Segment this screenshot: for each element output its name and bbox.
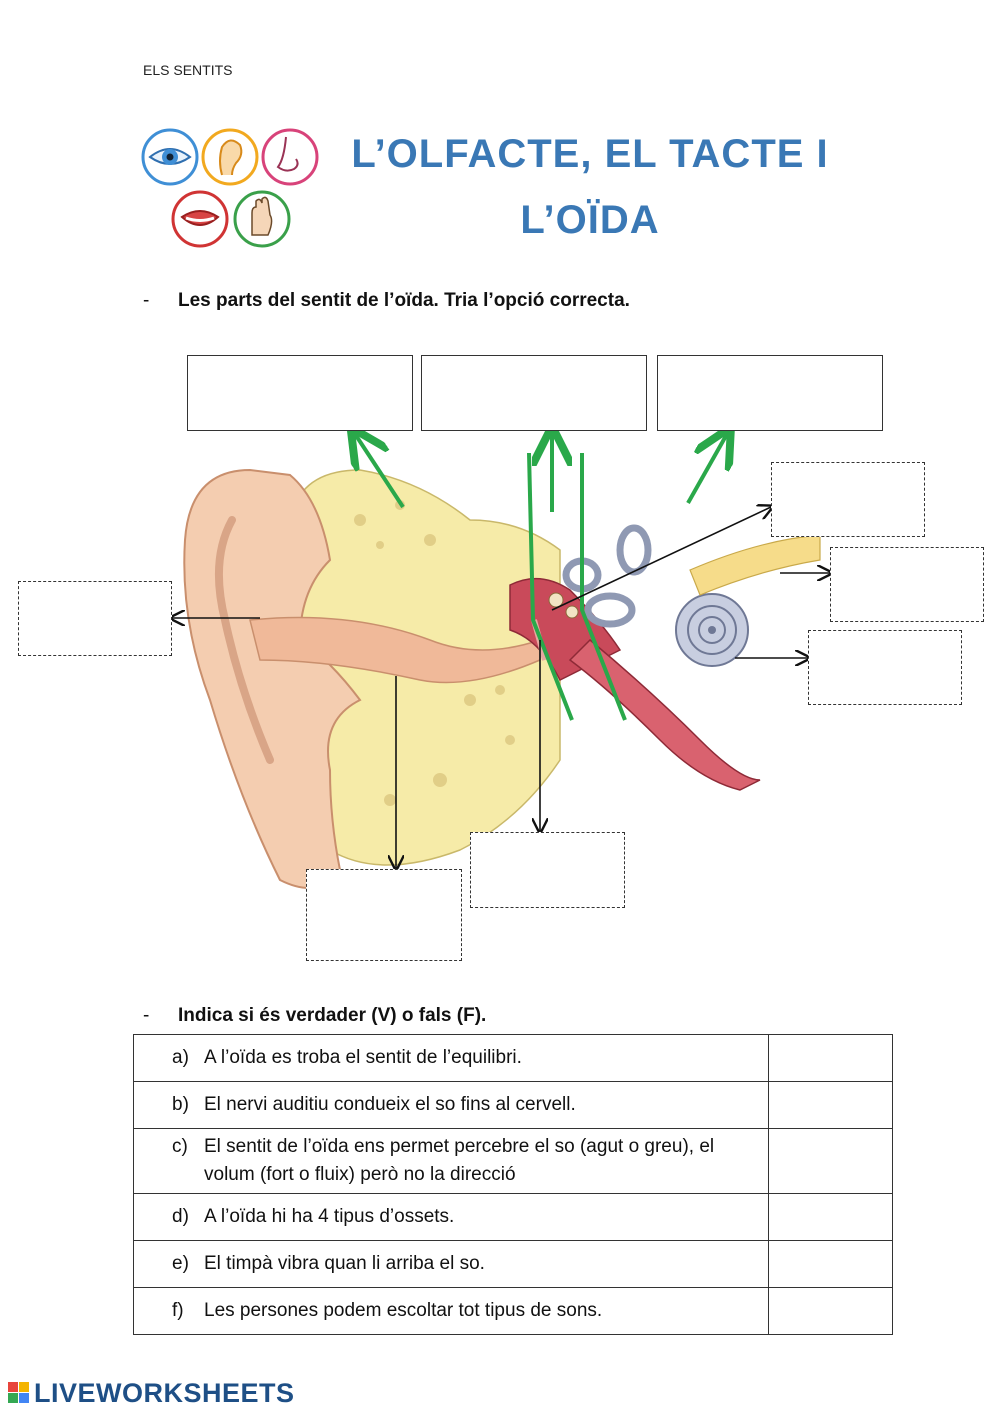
liveworksheets-logo-icon — [8, 1382, 29, 1403]
label-box-top-center[interactable] — [421, 355, 647, 431]
mouth-icon — [171, 190, 229, 248]
section1-dash: - — [143, 290, 150, 311]
liveworksheets-brand: LIVEWORKSHEETS — [34, 1378, 295, 1408]
statement-letter: c) — [172, 1136, 188, 1157]
label-box-eardrum[interactable] — [470, 832, 625, 908]
title-line-1: L’OLFACTE, EL TACTE I — [351, 132, 829, 176]
statement-text: El timpà vibra quan li arriba el so. — [204, 1253, 485, 1274]
page-title: L’OLFACTE, EL TACTE I L’OÏDA — [340, 128, 840, 246]
ear-icon — [201, 128, 259, 186]
header-label: ELS SENTITS — [143, 62, 233, 78]
label-box-bone[interactable] — [306, 869, 462, 961]
senses-icons — [141, 128, 319, 248]
eustachian-tube — [568, 638, 761, 791]
label-box-pinna[interactable] — [18, 581, 172, 656]
ear-diagram — [0, 330, 1000, 889]
true-false-table: a) A l’oïda es troba el sentit de l’equil… — [132, 1034, 893, 1335]
statement-text: A l’oïda hi ha 4 tipus d’ossets. — [204, 1206, 455, 1227]
cochlea — [675, 593, 749, 667]
statement-text: El sentit de l’oïda ens permet percebre … — [204, 1136, 715, 1185]
statement-letter: a) — [172, 1047, 189, 1068]
auditory-nerve — [689, 534, 821, 596]
eye-icon — [141, 128, 199, 186]
statement-letter: f) — [172, 1300, 184, 1321]
label-box-nerve[interactable] — [830, 547, 984, 622]
section2-instruction: Indica si és verdader (V) o fals (F). — [178, 1005, 487, 1026]
statement-text: El nervi auditiu condueix el so fins al … — [204, 1094, 576, 1115]
label-box-semicircular[interactable] — [771, 462, 925, 537]
statement-text: Les persones podem escoltar tot tipus de… — [204, 1300, 603, 1321]
statement-text: A l’oïda es troba el sentit de l’equilib… — [204, 1047, 522, 1068]
table-row: d) A l’oïda hi ha 4 tipus d’ossets. — [132, 1193, 893, 1241]
label-box-top-left[interactable] — [187, 355, 413, 431]
table-row: a) A l’oïda es troba el sentit de l’equil… — [132, 1034, 893, 1082]
answer-cell[interactable] — [768, 1081, 893, 1129]
table-row: c) El sentit de l’oïda ens permet percebr… — [132, 1128, 893, 1194]
title-line-2: L’OÏDA — [520, 198, 660, 242]
hand-icon — [233, 190, 291, 248]
table-row: e) El timpà vibra quan li arriba el so. — [132, 1240, 893, 1288]
answer-cell[interactable] — [768, 1128, 893, 1194]
pinna — [183, 468, 362, 889]
statement-letter: d) — [172, 1206, 189, 1227]
nose-icon — [261, 128, 319, 186]
answer-cell[interactable] — [768, 1193, 893, 1241]
statement-letter: e) — [172, 1253, 189, 1274]
table-row: b) El nervi auditiu condueix el so fins a… — [132, 1081, 893, 1129]
answer-cell[interactable] — [768, 1240, 893, 1288]
section2-dash: - — [143, 1005, 150, 1026]
table-row: f) Les persones podem escoltar tot tipus … — [132, 1287, 893, 1335]
answer-cell[interactable] — [768, 1034, 893, 1082]
section1-instruction: Les parts del sentit de l’oïda. Tria l’o… — [178, 290, 630, 311]
label-box-top-right[interactable] — [657, 355, 883, 431]
statement-letter: b) — [172, 1094, 189, 1115]
label-box-cochlea[interactable] — [808, 630, 962, 705]
answer-cell[interactable] — [768, 1287, 893, 1335]
